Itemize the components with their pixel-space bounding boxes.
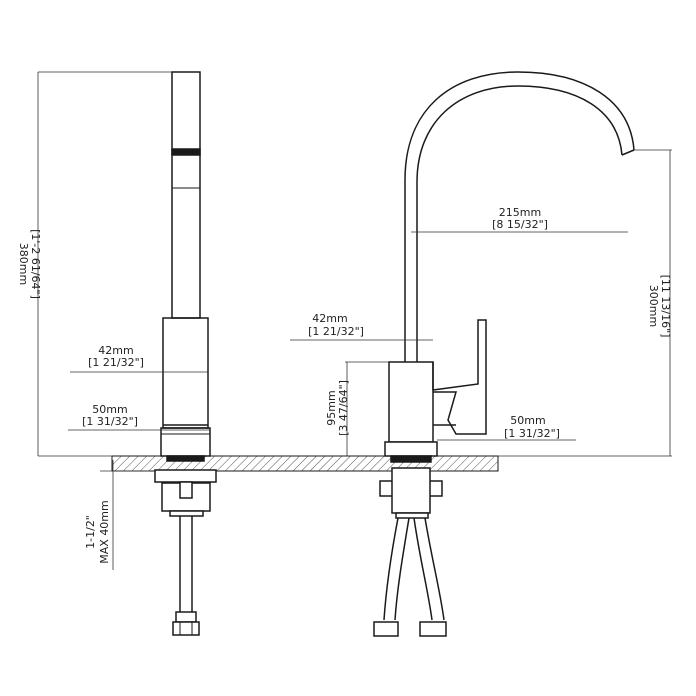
body-height-in-label: [3 47/64"] [337, 380, 350, 436]
front-body-width-in-label: [1 21/32"] [308, 325, 364, 338]
reach-mm-label: 215mm [499, 206, 541, 219]
side-body-width-in-label: [1 21/32"] [88, 356, 144, 369]
height-total-in-label: [1'-2 61/64"] [29, 229, 42, 299]
body-height-mm-label: 95mm [325, 390, 338, 425]
max-deck-label: MAX 40mm [98, 500, 111, 563]
side-body-width-mm-label: 42mm [98, 344, 133, 357]
spout-height-mm-label: 300mm [647, 285, 660, 327]
front-view-dimension-lines [290, 149, 672, 457]
dim-label-95: 95mm [3 47/64"] [325, 380, 350, 436]
side-view-faucet [154, 71, 217, 636]
height-total-mm-label: 380mm [17, 243, 30, 285]
side-view-dimension-lines [37, 71, 210, 570]
spout-height-in-label: [11 13/16"] [659, 275, 672, 338]
side-base-width-in-label: [1 31/32"] [82, 415, 138, 428]
dim-label-max40: 1-1/2" MAX 40mm [84, 500, 111, 563]
thread-size-label: 1-1/2" [84, 515, 97, 549]
front-base-width-mm-label: 50mm [510, 414, 545, 427]
side-base-width-mm-label: 50mm [92, 403, 127, 416]
front-view-faucet [373, 71, 635, 637]
dim-label-300: 300mm [11 13/16"] [647, 275, 672, 338]
reach-in-label: [8 15/32"] [492, 218, 548, 231]
dim-label-380: 380mm [1'-2 61/64"] [17, 229, 42, 299]
front-base-width-in-label: [1 31/32"] [504, 427, 560, 440]
front-body-width-mm-label: 42mm [312, 312, 347, 325]
